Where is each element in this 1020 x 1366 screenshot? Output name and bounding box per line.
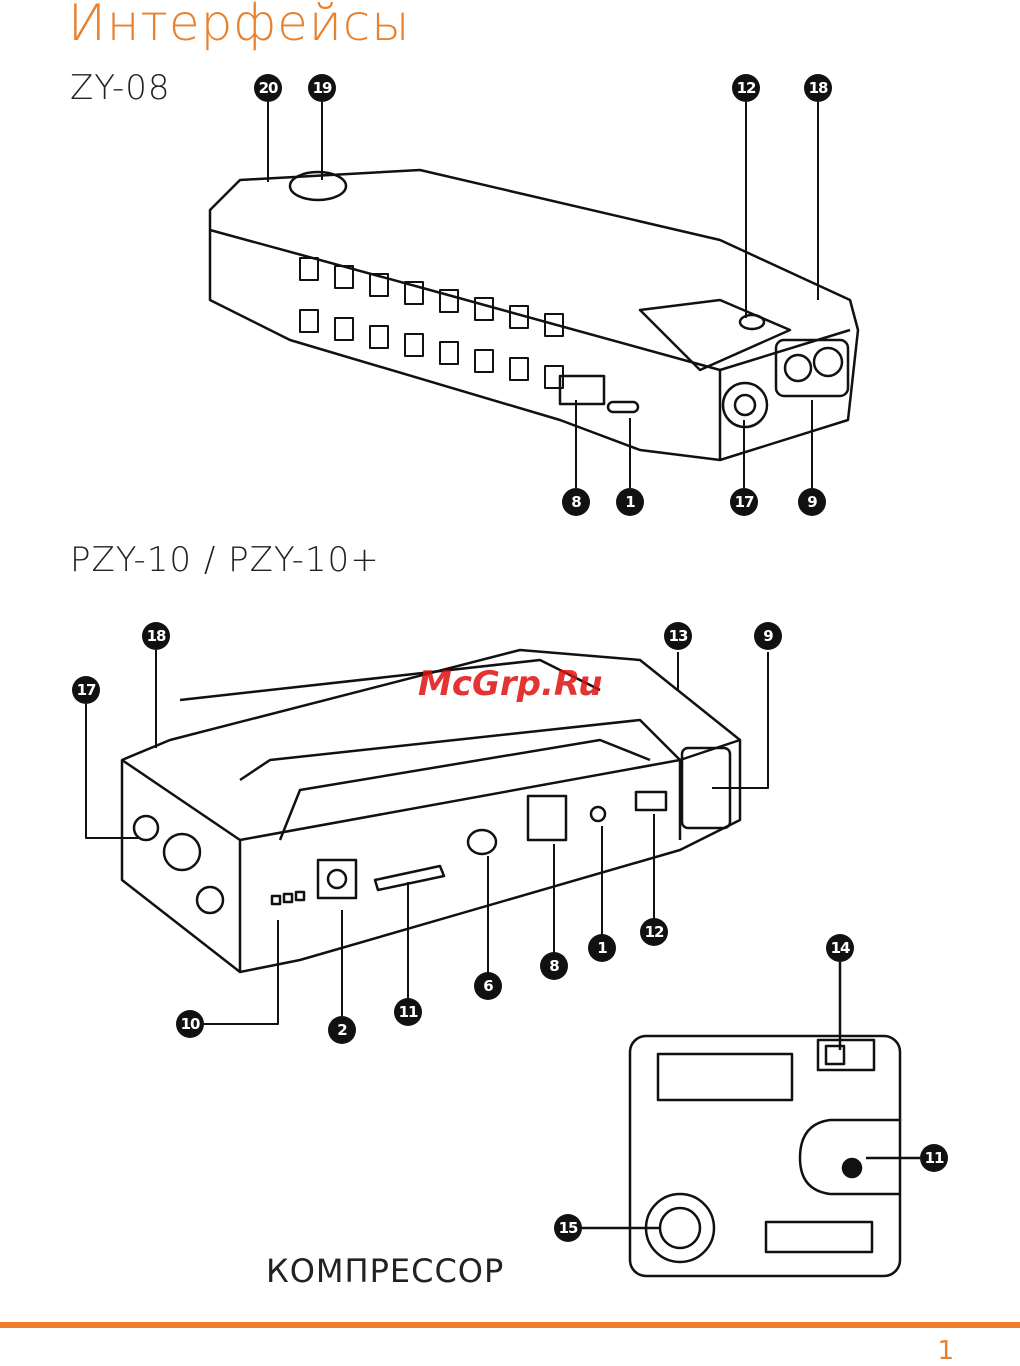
callout-badge-zy08-18: 18 (804, 74, 832, 102)
callout-badge-zy08-8: 8 (562, 488, 590, 516)
callout-badge-zy08-12: 12 (732, 74, 760, 102)
callout-badge-pzy10-18: 18 (142, 622, 170, 650)
callout-badge-zy08-1: 1 (616, 488, 644, 516)
pzy10-leader-lines (86, 650, 768, 1024)
footer-divider (0, 1322, 1020, 1328)
callout-badge-pzy10-9: 9 (754, 622, 782, 650)
callout-badge-pzy10-2: 2 (328, 1016, 356, 1044)
compressor-label: КОМПРЕССОР (266, 1252, 504, 1290)
callout-badge-zy08-19: 19 (308, 74, 336, 102)
callout-badge-pzy10-8: 8 (540, 952, 568, 980)
callout-badge-pzy10-1: 1 (588, 934, 616, 962)
callout-badge-pzy10-17: 17 (72, 676, 100, 704)
page-number: 1 (937, 1336, 954, 1366)
callout-badge-compressor-15: 15 (554, 1214, 582, 1242)
callout-badge-pzy10-13: 13 (664, 622, 692, 650)
callout-badge-pzy10-11: 11 (394, 998, 422, 1026)
callout-badge-compressor-11: 11 (920, 1144, 948, 1172)
zy08-device-illustration (210, 170, 858, 460)
compressor-illustration (580, 962, 920, 1276)
callout-badge-pzy10-6: 6 (474, 972, 502, 1000)
callout-badge-zy08-9: 9 (798, 488, 826, 516)
watermark: McGrp.Ru (418, 664, 602, 704)
callout-badge-compressor-14: 14 (826, 934, 854, 962)
callout-badge-zy08-20: 20 (254, 74, 282, 102)
callout-badge-pzy10-12: 12 (640, 918, 668, 946)
zy08-leader-lines (268, 102, 818, 488)
callout-badge-pzy10-10: 10 (176, 1010, 204, 1038)
callout-badge-zy08-17: 17 (730, 488, 758, 516)
